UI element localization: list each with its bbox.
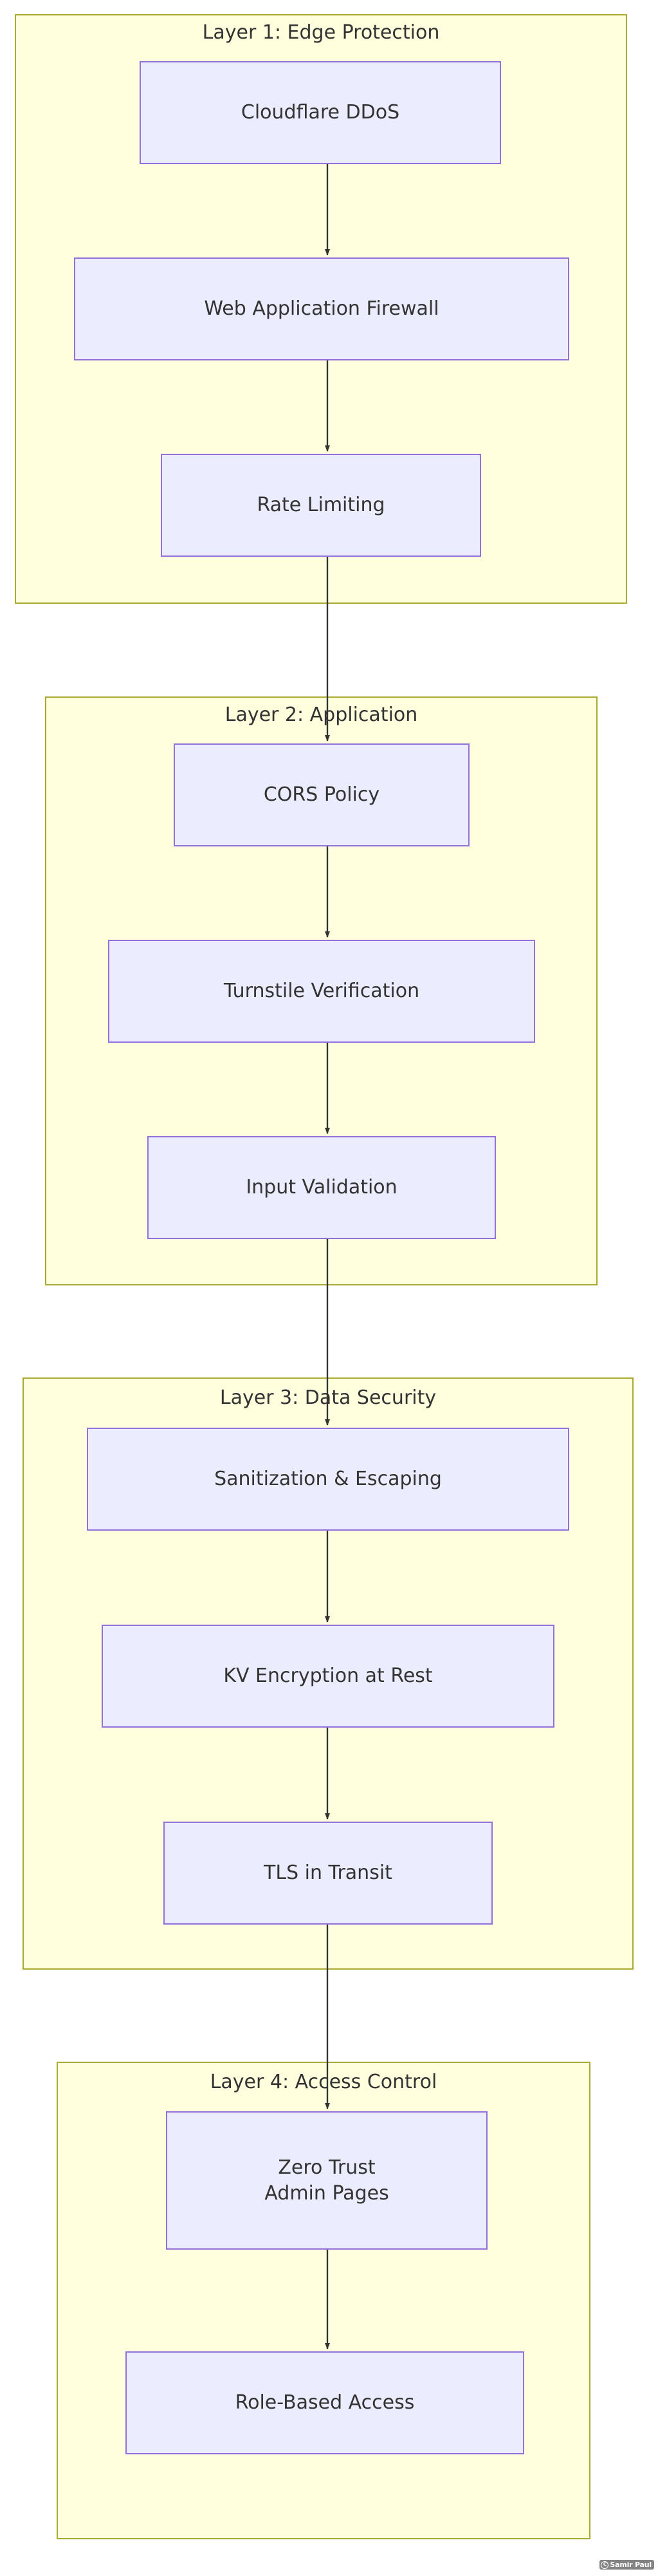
node-turnstile-verification[interactable]: Turnstile Verification [108,940,535,1043]
copyright-icon: C [601,2561,609,2569]
cluster-layer3-label: Layer 3: Data Security [219,1386,437,1409]
node-cloudflare-ddos[interactable]: Cloudflare DDoS [140,61,501,164]
node-sanitization-escaping[interactable]: Sanitization & Escaping [87,1428,569,1531]
cluster-layer1-label: Layer 1: Edge Protection [202,21,440,44]
node-cloudflare-ddos-label: Cloudflare DDoS [241,101,400,124]
node-turnstile-verification-label: Turnstile Verification [223,980,420,1003]
node-web-application-firewall[interactable]: Web Application Firewall [74,257,569,360]
node-input-validation-label: Input Validation [246,1176,398,1199]
node-role-based-access[interactable]: Role-Based Access [125,2351,524,2454]
node-rate-limiting-label: Rate Limiting [257,494,385,517]
node-kv-encryption-at-rest[interactable]: KV Encryption at Rest [102,1625,554,1728]
node-web-application-firewall-label: Web Application Firewall [204,297,439,321]
node-cors-policy-label: CORS Policy [263,783,380,807]
node-role-based-access-label: Role-Based Access [235,2391,415,2414]
watermark: C Samir Paul [599,2560,654,2570]
node-zero-trust-admin-pages-label: Zero Trust Admin Pages [264,2156,389,2205]
node-tls-in-transit-label: TLS in Transit [264,1862,392,1885]
node-zero-trust-admin-pages[interactable]: Zero Trust Admin Pages [166,2111,488,2250]
node-rate-limiting[interactable]: Rate Limiting [161,454,481,557]
watermark-text: Samir Paul [610,2561,652,2569]
node-sanitization-escaping-label: Sanitization & Escaping [214,1468,442,1491]
cluster-layer2-label: Layer 2: Application [224,704,418,726]
node-tls-in-transit[interactable]: TLS in Transit [163,1822,493,1925]
node-cors-policy[interactable]: CORS Policy [174,743,470,846]
cluster-layer4-label: Layer 4: Access Control [210,2071,437,2093]
node-input-validation[interactable]: Input Validation [147,1136,496,1239]
node-kv-encryption-at-rest-label: KV Encryption at Rest [223,1665,433,1688]
